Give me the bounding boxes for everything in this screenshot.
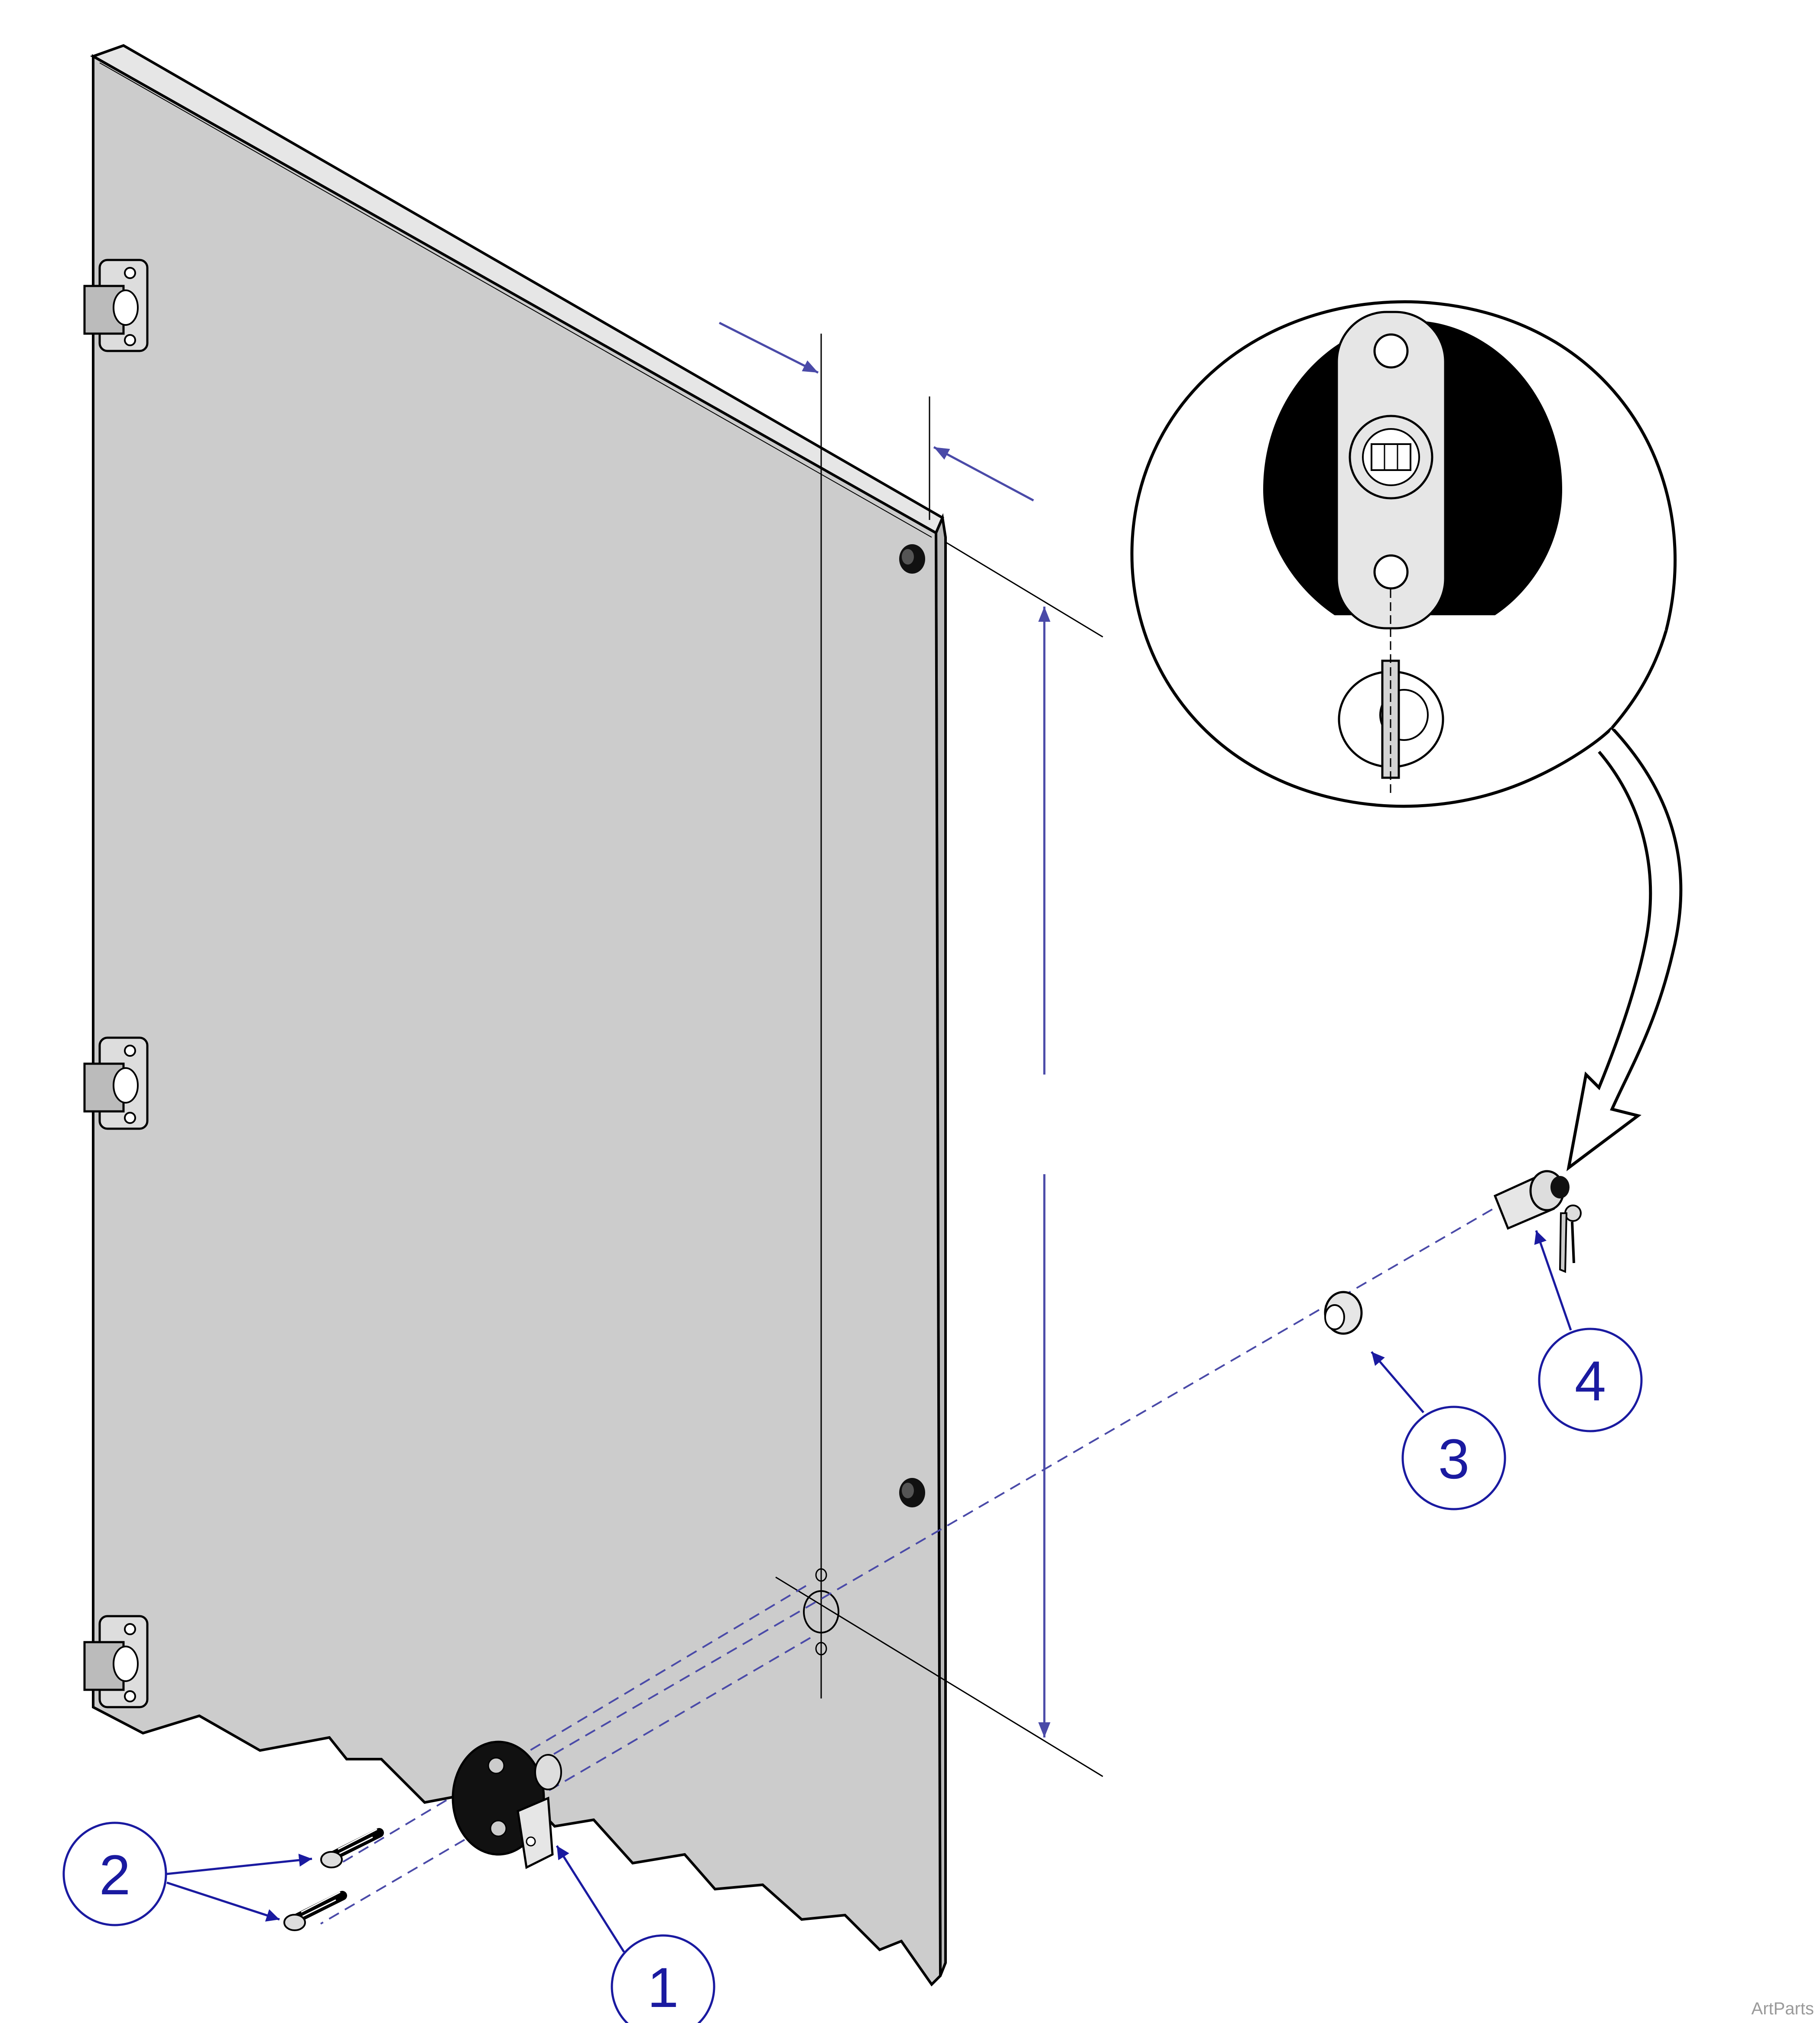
key-cylinder-part [1493, 1170, 1582, 1273]
door-bumper-bottom [899, 1478, 925, 1507]
callout-3-label: 3 [1438, 1427, 1469, 1490]
callout-4: 4 [1538, 1328, 1643, 1432]
lock-body-part [452, 1740, 562, 1869]
hinge-middle [83, 1036, 149, 1130]
bushing-part [1324, 1291, 1363, 1335]
callout-1-label: 1 [647, 1956, 679, 2019]
hinge-bottom [83, 1615, 149, 1708]
assembly-dashed-lines [320, 1199, 1509, 1925]
watermark: ArtParts [1751, 1999, 1814, 2018]
screw-bottom [283, 1891, 347, 1931]
door-bumper-top [899, 544, 925, 574]
hinge-top [83, 259, 149, 352]
callout-2: 2 [62, 1822, 167, 1926]
callout-1: 1 [611, 1934, 715, 2023]
detail-inset [1130, 300, 1683, 1172]
dimension-arrows [718, 321, 1050, 1737]
callout-2-label: 2 [99, 1843, 130, 1906]
door-panel [90, 44, 947, 1987]
screw-top [320, 1828, 384, 1868]
callout-leaders [166, 1230, 1572, 1953]
dimension-extension-lines [775, 334, 1103, 1777]
callout-4-label: 4 [1575, 1349, 1606, 1413]
callout-3: 3 [1401, 1406, 1506, 1510]
